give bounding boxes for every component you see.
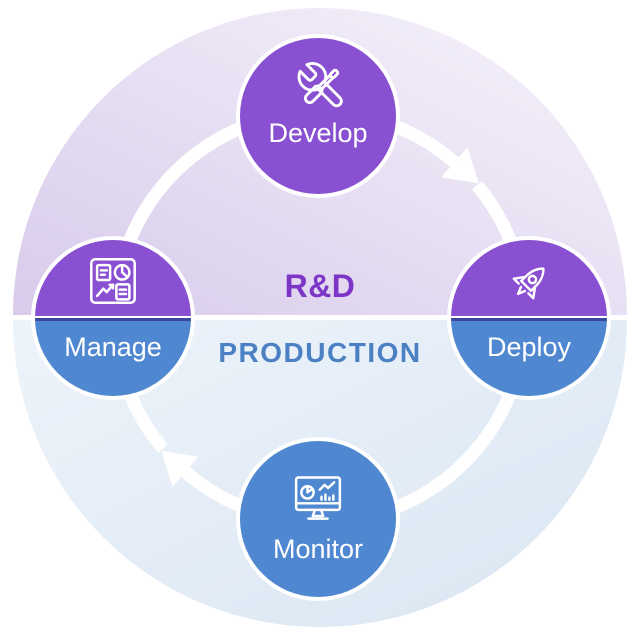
flow-arrows [161, 147, 479, 487]
node-label: Deploy [486, 332, 572, 362]
node-deploy: Deploy [451, 240, 607, 396]
rocket-icon [512, 267, 545, 300]
node-label: Monitor [272, 534, 364, 564]
dashboard-icon [90, 258, 136, 304]
node-manage: Manage [35, 240, 191, 396]
node-label: Manage [64, 332, 162, 362]
node-develop: Develop [240, 38, 396, 194]
production-zone-label: PRODUCTION [218, 337, 422, 368]
rd-zone-label: R&D [284, 268, 356, 304]
flow-arrow-bottom-left [161, 450, 199, 487]
flow-arrow-top-right [441, 147, 479, 184]
wrench-screwdriver-icon [297, 62, 343, 108]
node-label: Develop [268, 118, 368, 148]
node-monitor: Monitor [240, 441, 396, 597]
monitor-graph-icon [294, 476, 342, 520]
